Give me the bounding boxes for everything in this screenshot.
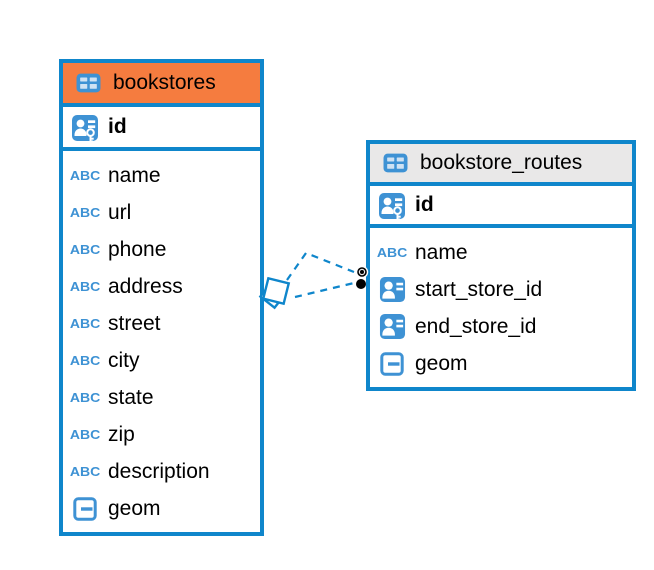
column-row[interactable]: ABC description	[63, 453, 260, 490]
column-list: ABC name ABC url ABC phone ABC address A…	[63, 151, 260, 532]
primary-key-icon	[69, 114, 101, 141]
column-name: address	[108, 274, 183, 298]
column-row[interactable]: ABC name	[370, 234, 632, 271]
primary-key-row[interactable]: id	[63, 107, 260, 151]
column-name: end_store_id	[415, 314, 537, 338]
column-row[interactable]: ABC city	[63, 342, 260, 379]
text-type-icon: ABC	[69, 316, 101, 331]
table-title: bookstores	[113, 71, 216, 94]
column-name: description	[108, 459, 210, 483]
column-name: geom	[108, 496, 161, 520]
relationship-endpoint-dots[interactable]	[355, 265, 369, 290]
text-type-icon: ABC	[376, 245, 408, 260]
column-name: name	[108, 163, 161, 187]
table-bookstores[interactable]: bookstores id ABC name ABC url ABC phone…	[59, 59, 264, 536]
column-row[interactable]: ABC name	[63, 157, 260, 194]
column-row[interactable]: ABC phone	[63, 231, 260, 268]
table-header[interactable]: bookstores	[63, 63, 260, 107]
column-name: state	[108, 385, 154, 409]
column-row[interactable]: end_store_id	[370, 308, 632, 345]
primary-key-icon	[376, 192, 408, 219]
column-name: zip	[108, 422, 135, 446]
table-icon	[72, 73, 104, 93]
table-title: bookstore_routes	[420, 151, 583, 174]
column-row[interactable]: ABC zip	[63, 416, 260, 453]
column-name: url	[108, 200, 132, 224]
text-type-icon: ABC	[69, 427, 101, 442]
reference-type-icon	[376, 313, 408, 340]
column-row[interactable]: ABC street	[63, 305, 260, 342]
text-type-icon: ABC	[69, 242, 101, 257]
column-row[interactable]: ABC url	[63, 194, 260, 231]
column-row[interactable]: geom	[370, 345, 632, 382]
text-type-icon: ABC	[69, 353, 101, 368]
column-row[interactable]: start_store_id	[370, 271, 632, 308]
text-type-icon: ABC	[69, 390, 101, 405]
column-name: street	[108, 311, 161, 335]
reference-type-icon	[376, 276, 408, 303]
column-name: city	[108, 348, 140, 372]
relationship-connector[interactable]	[250, 233, 380, 318]
table-bookstore-routes[interactable]: bookstore_routes id ABC name start_store…	[366, 140, 636, 391]
primary-key-row[interactable]: id	[370, 186, 632, 228]
column-name: phone	[108, 237, 167, 261]
relationship-line[interactable]	[286, 251, 355, 299]
column-name: id	[108, 115, 127, 138]
column-list: ABC name start_store_id end_store_id ge	[370, 228, 632, 387]
table-header[interactable]: bookstore_routes	[370, 144, 632, 186]
column-name: geom	[415, 351, 468, 375]
column-name: start_store_id	[415, 277, 543, 301]
geometry-type-icon	[376, 352, 408, 376]
text-type-icon: ABC	[69, 168, 101, 183]
column-row[interactable]: ABC address	[63, 268, 260, 305]
column-row[interactable]: ABC state	[63, 379, 260, 416]
table-icon	[379, 153, 411, 173]
column-name: name	[415, 240, 468, 264]
text-type-icon: ABC	[69, 205, 101, 220]
geometry-type-icon	[69, 497, 101, 521]
text-type-icon: ABC	[69, 464, 101, 479]
column-name: id	[415, 193, 434, 216]
column-row[interactable]: geom	[63, 490, 260, 527]
relationship-diamond-marker[interactable]	[258, 276, 291, 310]
text-type-icon: ABC	[69, 279, 101, 294]
